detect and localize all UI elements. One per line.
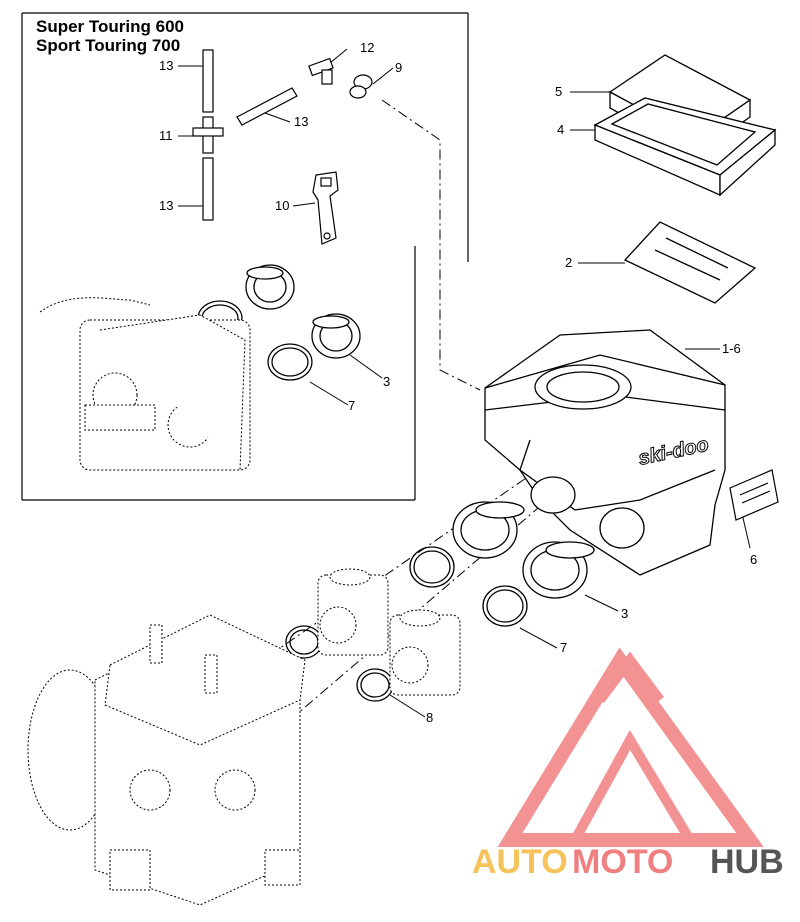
carburetor-right — [389, 609, 461, 696]
elbow-fitting-12 — [308, 57, 334, 85]
callout-3-main: 3 — [621, 606, 629, 621]
watermark-logo-icon — [497, 647, 764, 847]
filter-frame-4 — [593, 97, 777, 197]
watermark-auto: AUTO — [472, 843, 568, 881]
callout-3-inset: 3 — [383, 374, 391, 389]
strap-10 — [312, 171, 339, 245]
callout-13-top: 13 — [159, 58, 174, 73]
callout-11: 11 — [159, 128, 173, 143]
inset-frame — [21, 12, 469, 501]
watermark-moto: MOTO — [572, 843, 673, 881]
clamp-8b — [356, 668, 394, 702]
diagram-title-line-2: Sport Touring 700 — [36, 36, 181, 55]
callout-8: 8 — [426, 710, 434, 725]
callout-7-inset: 7 — [348, 398, 356, 413]
callout-leaders — [178, 48, 751, 718]
main-sleeve-3b — [522, 541, 595, 599]
main-clamp-7b — [482, 585, 528, 627]
grommet-9 — [349, 74, 373, 99]
plate-2 — [623, 221, 757, 304]
callout-9: 9 — [395, 60, 403, 75]
hose-13-diagonal — [236, 87, 298, 126]
callout-13-diagonal: 13 — [294, 114, 309, 129]
carburetor-left — [317, 568, 389, 656]
inset-sleeve-3b — [311, 313, 361, 359]
callout-10: 10 — [275, 198, 290, 213]
callout-13-bottom: 13 — [159, 198, 174, 213]
hose-13-vertical-bottom — [202, 157, 214, 221]
engine-block — [27, 614, 306, 906]
main-sleeve-3a — [452, 501, 525, 559]
inset-carburetor-assembly — [39, 297, 251, 471]
callout-4: 4 — [557, 122, 565, 137]
hose-13-vertical-top — [202, 49, 214, 113]
main-clamp-7a — [409, 546, 455, 588]
callout-12: 12 — [360, 40, 375, 55]
decal-6 — [729, 469, 779, 521]
diagram-title-line-1: Super Touring 600 — [36, 17, 184, 36]
callout-7-main: 7 — [560, 640, 568, 655]
t-fitting-11 — [192, 116, 224, 154]
callout-2: 2 — [565, 255, 573, 270]
callout-5: 5 — [555, 84, 563, 99]
air-silencer-1-6 — [484, 329, 726, 576]
inset-sleeve-3a — [245, 264, 295, 310]
callout-1-6: 1-6 — [722, 341, 741, 356]
watermark-hub: HUB — [710, 843, 784, 881]
callout-6: 6 — [750, 552, 758, 567]
inset-clamp-7b — [267, 343, 313, 381]
